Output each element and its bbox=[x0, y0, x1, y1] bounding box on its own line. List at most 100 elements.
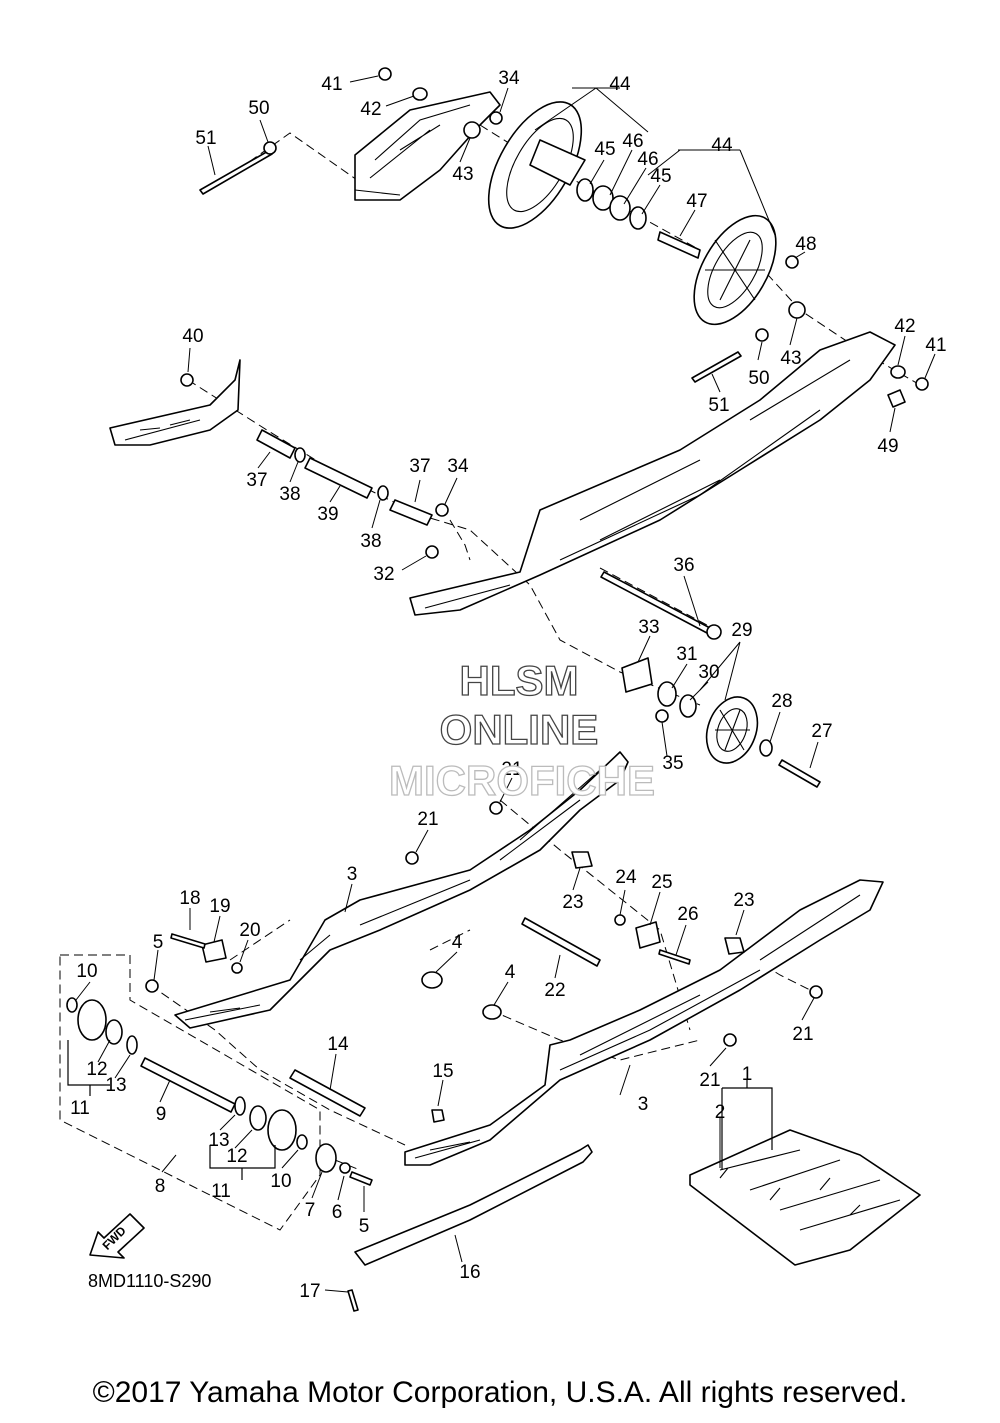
axle-14 bbox=[289, 1069, 366, 1117]
fwd-arrow: FWD bbox=[89, 1213, 145, 1259]
ring-10-left bbox=[66, 997, 78, 1013]
callout: 42 bbox=[894, 316, 915, 337]
callout: 45 bbox=[594, 139, 615, 160]
upper-rail-left bbox=[109, 359, 241, 446]
callout: 16 bbox=[459, 1262, 480, 1283]
callout: 46 bbox=[622, 131, 643, 152]
callout: 1 bbox=[742, 1064, 753, 1085]
callout: 21 bbox=[699, 1070, 720, 1091]
callout: 37 bbox=[246, 470, 267, 491]
callout: 18 bbox=[179, 888, 200, 909]
ring-13-right bbox=[234, 1096, 246, 1116]
callout: 50 bbox=[748, 368, 769, 389]
shaft-37-right bbox=[389, 499, 433, 526]
callout: 21 bbox=[501, 759, 522, 780]
nut-24 bbox=[614, 914, 626, 926]
callout: 36 bbox=[673, 555, 694, 576]
callout: 41 bbox=[925, 335, 946, 356]
cap-49 bbox=[887, 389, 906, 408]
callout-numbers: 41 42 34 44 50 51 43 45 46 46 44 45 47 4… bbox=[70, 68, 946, 1302]
callout: 45 bbox=[650, 166, 671, 187]
callout: 40 bbox=[182, 326, 203, 347]
assembly-8-box bbox=[59, 954, 321, 1231]
bolt-26 bbox=[658, 949, 691, 965]
callout: 47 bbox=[686, 191, 707, 212]
callout: 29 bbox=[731, 620, 752, 641]
bolt-21-a bbox=[489, 801, 503, 815]
ring-13-left bbox=[126, 1035, 138, 1055]
bushing-23-right bbox=[724, 937, 745, 955]
ring-46-left bbox=[592, 185, 614, 211]
callout: 51 bbox=[195, 128, 216, 149]
nut-34-mid bbox=[435, 503, 449, 517]
callout: 12 bbox=[86, 1059, 107, 1080]
callout: 3 bbox=[638, 1094, 649, 1115]
axle-47 bbox=[657, 231, 701, 259]
rod-22 bbox=[521, 917, 601, 967]
parts-diagram: FWD bbox=[59, 67, 947, 1312]
washer-28 bbox=[759, 739, 773, 757]
slide-rail-back bbox=[174, 751, 629, 1029]
watermark-line-1: HLSM bbox=[460, 657, 579, 704]
bearing-45-right bbox=[629, 206, 647, 230]
callout: 44 bbox=[711, 135, 733, 156]
bushing-23-left bbox=[571, 851, 593, 869]
callout: 31 bbox=[676, 644, 697, 665]
shaft-37-left bbox=[256, 429, 296, 459]
bolt-51-right bbox=[691, 351, 742, 383]
nut-50-left bbox=[263, 141, 277, 155]
nut-40 bbox=[180, 373, 194, 387]
nut-15 bbox=[431, 1109, 445, 1123]
block-19 bbox=[201, 939, 227, 963]
bolt-5-upper bbox=[145, 979, 159, 993]
callout: 23 bbox=[562, 892, 583, 913]
callout: 21 bbox=[417, 809, 438, 830]
track-section bbox=[689, 1129, 921, 1266]
watermark-line-2: ONLINE bbox=[440, 706, 599, 753]
callout: 5 bbox=[153, 932, 164, 953]
wheel-11-left bbox=[77, 999, 107, 1041]
callout: 10 bbox=[270, 1171, 291, 1192]
callout: 33 bbox=[638, 617, 659, 638]
callout: 43 bbox=[452, 164, 473, 185]
callout: 8 bbox=[155, 1176, 166, 1197]
callout: 14 bbox=[327, 1034, 349, 1055]
callout: 39 bbox=[317, 504, 338, 525]
bolt-48 bbox=[785, 255, 799, 269]
callout: 13 bbox=[208, 1130, 229, 1151]
callout: 6 bbox=[332, 1202, 343, 1223]
callout: 32 bbox=[373, 564, 394, 585]
bearing-12-left bbox=[105, 1019, 123, 1045]
callout: 23 bbox=[733, 890, 754, 911]
block-25 bbox=[635, 921, 661, 949]
bolt-41-top bbox=[378, 67, 392, 81]
bolt-21-d bbox=[723, 1033, 737, 1047]
callout: 30 bbox=[698, 662, 719, 683]
callout: 17 bbox=[299, 1281, 320, 1302]
leader-lines bbox=[67, 75, 936, 1293]
bearing-45-left bbox=[576, 178, 594, 202]
washer-4-right bbox=[482, 1004, 502, 1020]
bolt-5-lower bbox=[349, 1171, 373, 1186]
diagram-code: 8MD1110-S290 bbox=[88, 1271, 211, 1291]
wheel-11-right bbox=[267, 1109, 297, 1151]
bolt-21-c bbox=[809, 985, 823, 999]
callout: 27 bbox=[811, 721, 832, 742]
bolt-41-right bbox=[915, 377, 929, 391]
callout: 3 bbox=[347, 864, 358, 885]
callout: 13 bbox=[105, 1075, 126, 1096]
callout: 26 bbox=[677, 904, 698, 925]
assembly-lines bbox=[149, 124, 921, 1171]
callout: 20 bbox=[239, 920, 260, 941]
callout: 25 bbox=[651, 872, 672, 893]
callout: 49 bbox=[877, 436, 898, 457]
shaft-39 bbox=[304, 457, 373, 499]
callout: 10 bbox=[76, 961, 97, 982]
nut-34-top bbox=[489, 111, 503, 125]
washer-6 bbox=[339, 1162, 351, 1174]
idler-wheel-upper bbox=[487, 101, 586, 229]
callout: 34 bbox=[447, 456, 469, 477]
nut-35 bbox=[655, 709, 669, 723]
callout: 38 bbox=[360, 531, 381, 552]
watermark-line-3: MICROFICHE bbox=[389, 757, 655, 804]
